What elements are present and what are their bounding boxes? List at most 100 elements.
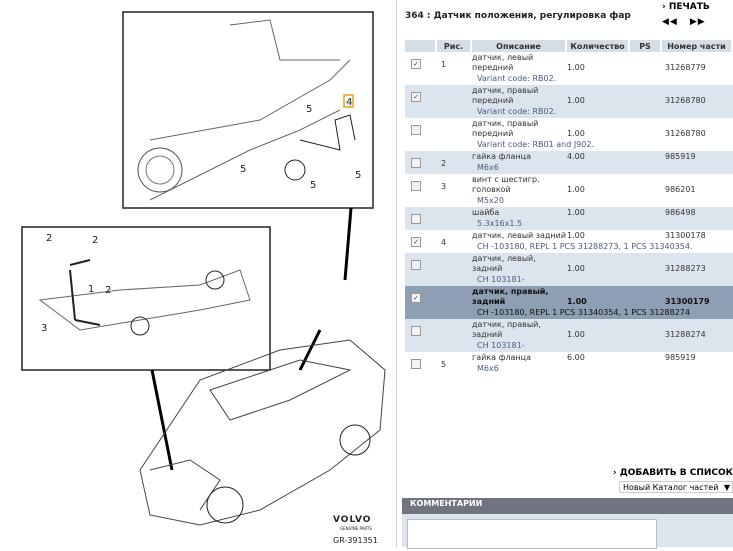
- part-description: датчик, левый передний: [472, 53, 534, 72]
- table-row-note: CH 103181-: [405, 275, 733, 286]
- table-row[interactable]: ✓ датчик, правый, задний 1.00 31300179: [405, 286, 733, 319]
- row-checkbox[interactable]: [411, 260, 421, 270]
- comments-header: КОММЕНТАРИИ: [402, 498, 733, 514]
- part-note: CH 103181-: [472, 341, 733, 352]
- callout-2: 2: [105, 285, 111, 296]
- part-number[interactable]: 31268779: [665, 63, 706, 72]
- part-number[interactable]: 985919: [665, 353, 696, 362]
- callout-2: 2: [46, 233, 52, 244]
- diagram-drawing: 4 5 5 5 5 2 2 1 2 3 VOLVO GENUINE PARTS …: [21, 11, 386, 545]
- volvo-logo: VOLVO: [333, 515, 371, 525]
- quantity: 1.00: [567, 253, 630, 275]
- quantity: 4.00: [567, 151, 630, 163]
- table-row[interactable]: 2 гайка фланца 4.00 985919: [405, 151, 733, 174]
- column-header: PS: [630, 40, 662, 52]
- quantity: 1.00: [567, 85, 630, 107]
- part-description: гайка фланца: [472, 353, 532, 362]
- callout-5: 5: [240, 164, 246, 175]
- part-number[interactable]: 985919: [662, 151, 733, 163]
- next-button[interactable]: ▶▶: [689, 17, 706, 27]
- row-checkbox[interactable]: [411, 359, 421, 369]
- part-description: датчик, правый, задний: [472, 286, 567, 308]
- part-number[interactable]: 986498: [662, 207, 733, 219]
- part-description: винт с шестигр. головкой: [472, 175, 540, 194]
- row-checkbox[interactable]: ✓: [411, 92, 421, 102]
- part-description: датчик, правый передний: [472, 85, 567, 107]
- prev-button[interactable]: ◀◀: [662, 17, 678, 27]
- row-checkbox[interactable]: ✓: [411, 237, 421, 247]
- table-row[interactable]: 5 гайка фланца 6.00 985919: [405, 352, 733, 369]
- add-to-list-button[interactable]: › ДОБАВИТЬ В СПИСОК: [612, 468, 733, 478]
- table-row-note: Variant code: RB02.: [405, 107, 733, 118]
- part-note: CH -103180, REPL 1 PCS 31288273, 1 PCS 3…: [477, 242, 693, 251]
- callout-4: 4: [346, 97, 352, 108]
- parts-diagram: 4 5 5 5 5 2 2 1 2 3 VOLVO GENUINE PARTS …: [21, 11, 386, 545]
- part-number[interactable]: 31300179: [662, 286, 733, 308]
- part-number[interactable]: 986201: [665, 185, 696, 194]
- diagram-code: GR-391351: [333, 536, 378, 545]
- column-header: [405, 40, 437, 52]
- callout-2: 2: [92, 235, 98, 246]
- part-number[interactable]: 31268780: [662, 85, 733, 107]
- parts-panel: 364 : Датчик положения, регулировка фар …: [400, 0, 733, 549]
- ps: [630, 207, 662, 219]
- table-row-note: 5.3x16x1.5: [405, 219, 733, 230]
- part-number[interactable]: 31288273: [662, 253, 733, 275]
- comments-input[interactable]: [407, 519, 657, 549]
- row-checkbox[interactable]: [411, 181, 421, 191]
- part-description: датчик, левый, задний: [472, 253, 567, 275]
- row-checkbox[interactable]: [411, 125, 421, 135]
- part-number[interactable]: 31288274: [662, 319, 733, 341]
- part-note: 5.3x16x1.5: [472, 219, 733, 230]
- table-row[interactable]: ✓ 1 датчик, левый передний 1.00 31268779: [405, 52, 733, 74]
- column-header: Описание: [472, 40, 567, 52]
- table-row-note: CH -103180, REPL 1 PCS 31288273, 1 PCS 3…: [405, 242, 733, 253]
- row-checkbox[interactable]: [411, 326, 421, 336]
- quantity: 1.00: [567, 319, 630, 341]
- callout-1: 1: [88, 284, 94, 295]
- part-note: M6x6: [472, 163, 733, 174]
- divider: [396, 0, 397, 547]
- table-row[interactable]: ✓ 4 датчик, левый задний 1.00 31300178: [405, 230, 733, 247]
- table-row[interactable]: ✓ датчик, правый передний 1.00 31268780: [405, 85, 733, 118]
- ps: [630, 151, 662, 163]
- part-description: гайка фланца: [472, 151, 567, 163]
- column-header: Номер части: [662, 40, 733, 52]
- row-checkbox[interactable]: ✓: [411, 59, 421, 69]
- ps: [630, 52, 662, 74]
- part-note: M6x6: [477, 364, 499, 373]
- table-row[interactable]: датчик, правый передний 1.00 31268780: [405, 118, 733, 140]
- chevron-down-icon: ▼: [723, 483, 730, 492]
- quantity: 1.00: [567, 231, 585, 240]
- ps: [630, 352, 662, 364]
- row-checkbox[interactable]: ✓: [411, 293, 421, 303]
- fig-number: 5: [441, 360, 447, 369]
- table-row[interactable]: датчик, правый, задний 1.00 31288274: [405, 319, 733, 352]
- fig-number: 3: [441, 182, 447, 191]
- fig-number: 4: [441, 238, 447, 247]
- ps: [630, 174, 662, 196]
- add-to-list-label: ДОБАВИТЬ В СПИСОК: [619, 468, 733, 478]
- row-checkbox[interactable]: [411, 214, 421, 224]
- table-row-note: M6x6: [405, 364, 733, 375]
- page-title: 364 : Датчик положения, регулировка фар: [405, 11, 631, 21]
- fig-number: [437, 118, 472, 151]
- part-number[interactable]: 31300178: [665, 231, 706, 240]
- table-row-note: Variant code: RB02.: [405, 74, 733, 85]
- fig-number: [437, 85, 472, 118]
- row-checkbox[interactable]: [411, 158, 421, 168]
- table-row[interactable]: шайба 1.00 986498: [405, 207, 733, 230]
- quantity: 1.00: [567, 185, 585, 194]
- quantity: 1.00: [567, 207, 630, 219]
- part-number[interactable]: 31268780: [665, 129, 706, 138]
- part-description: датчик, левый задний: [472, 231, 567, 240]
- table-row[interactable]: датчик, левый, задний 1.00 31288273: [405, 253, 733, 286]
- table-row[interactable]: 3 винт с шестигр. головкой 1.00 986201: [405, 174, 733, 196]
- print-link[interactable]: › ПЕЧАТЬ: [662, 2, 710, 12]
- fig-number: [437, 319, 472, 352]
- part-note: CH 103181-: [472, 275, 733, 286]
- ps: [630, 118, 662, 140]
- part-note: Variant code: RB01 and J902.: [477, 140, 594, 149]
- list-select[interactable]: Новый Каталог частей▼: [619, 481, 733, 493]
